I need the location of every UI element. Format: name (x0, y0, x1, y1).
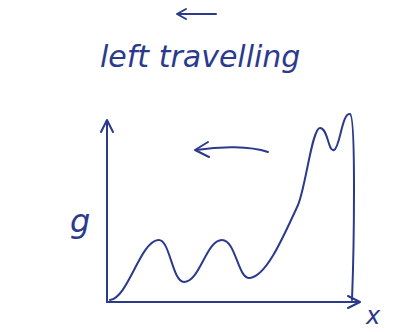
wave-curve (110, 114, 354, 300)
heading-note: left travelling (100, 42, 300, 72)
axis-arrow-head (101, 120, 113, 132)
propagation-arrow (196, 147, 268, 152)
arrow-head (195, 142, 209, 157)
direction-arrow (178, 13, 216, 15)
axis-label: g (70, 205, 90, 237)
axis-label: x (366, 304, 380, 328)
x-axis (107, 301, 358, 303)
axis-arrow-head (348, 296, 360, 308)
arrow-head (177, 9, 186, 19)
y-axis (106, 122, 108, 302)
